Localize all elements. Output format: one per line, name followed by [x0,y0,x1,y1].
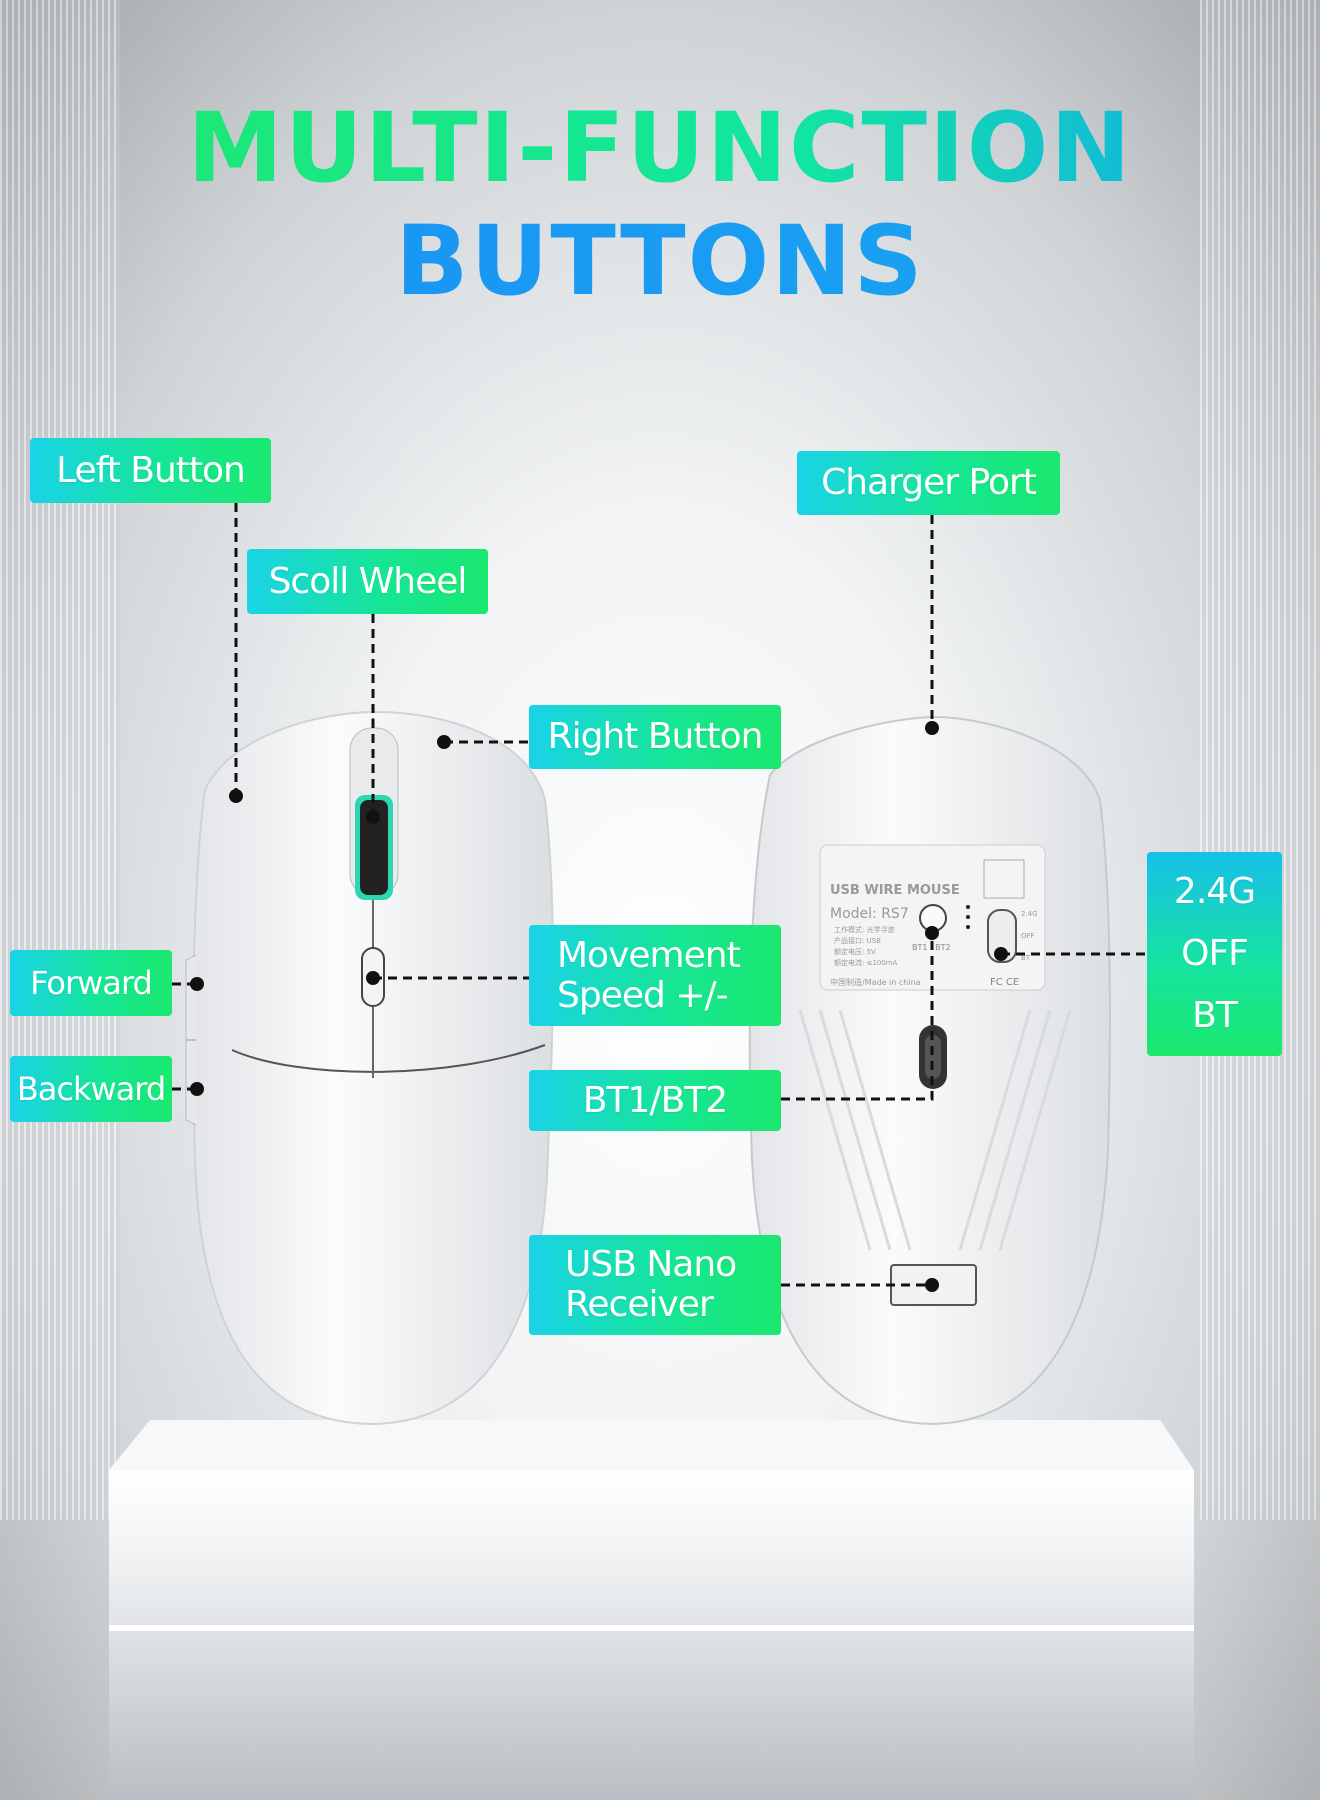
sticker-spec: 额定电流: ≤100mA [834,958,898,967]
label-charger-port: Charger Port [797,451,1060,515]
sticker-product: USB WIRE MOUSE [830,883,960,898]
podium [109,1420,1194,1800]
label-backward: Backward [10,1056,172,1122]
sticker-spec: 额定电压: 5V [834,947,876,956]
sticker-certs: FC CE [990,977,1019,988]
sticker-origin: 中国制造/Made in china [830,977,921,987]
label-text: Movement [557,934,741,976]
label-usb-receiver: USB Nano Receiver [529,1235,781,1335]
label-text: USB Nano [565,1244,737,1285]
sticker-spec: 工作模式: 光学寻迹 [834,925,895,934]
title-line-1: MULTI-FUNCTION [0,92,1320,204]
mouse-bottom-view: USB WIRE MOUSE Model: RS7 工作模式: 光学寻迹 产品接… [748,715,1111,1426]
sticker-switch-mark: BT [1021,954,1031,962]
tools-icon [983,859,1025,899]
title-line-2: BUTTONS [0,205,1320,317]
label-right-button: Right Button [529,705,781,769]
sticker-switch-mark: 2.4G [1021,910,1038,918]
label-text: Receiver [565,1284,714,1325]
label-text: BT [1192,995,1238,1036]
label-bt-switch: BT1/BT2 [529,1070,781,1131]
label-text: Backward [16,1070,166,1108]
leader-lines [172,503,1147,1287]
label-scroll-wheel: Scoll Wheel [247,549,488,614]
label-text: Charger Port [821,462,1037,503]
label-text: Forward [30,964,153,1002]
label-text: OFF [1181,933,1249,974]
label-movement-speed: Movement Speed +/- [529,925,781,1026]
mouse-top-view [185,710,554,1426]
label-text: Right Button [547,716,764,757]
label-forward: Forward [10,950,172,1016]
left-light-panel [0,0,120,1520]
sticker-switch-mark: OFF [1021,932,1035,940]
label-left-button: Left Button [30,438,271,503]
leader-dots [190,721,1008,1292]
sticker-spec: 产品接口: USB [834,936,881,945]
label-text: BT1/BT2 [582,1079,728,1121]
label-text: 2.4G [1173,871,1256,912]
label-text: Left Button [56,449,246,491]
label-text: Speed +/- [557,974,729,1016]
label-mode-switch: 2.4G OFF BT [1147,852,1282,1056]
label-text: Scoll Wheel [268,560,468,602]
sticker-model: Model: RS7 [830,906,909,922]
right-light-panel [1200,0,1320,1520]
